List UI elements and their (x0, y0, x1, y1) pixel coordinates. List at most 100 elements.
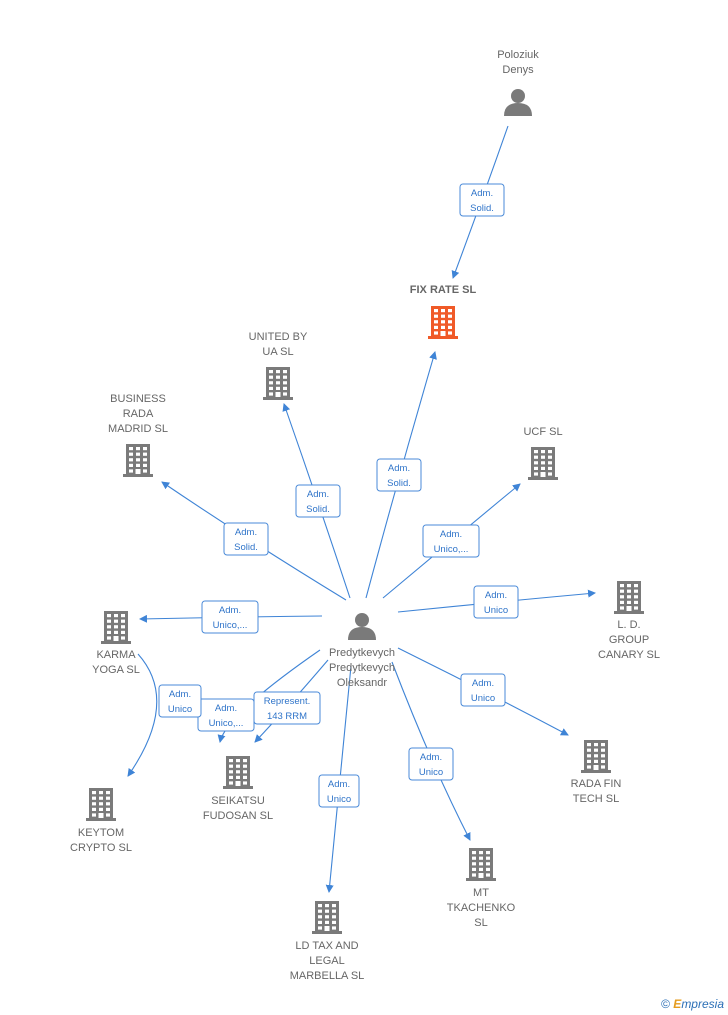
node-label: BUSINESS (110, 393, 166, 405)
node-label: SEIKATSU (211, 795, 265, 807)
edge-label[interactable]: Adm.Solid. (223, 522, 269, 556)
edge-label-text: Unico,... (209, 718, 244, 729)
edge-label-text: Adm. (440, 529, 462, 540)
edge-label-box (459, 183, 505, 217)
node-label: FUDOSAN SL (203, 810, 273, 822)
brand-name: mpresia (681, 997, 724, 1011)
edge-label-box (158, 684, 202, 718)
edge-label[interactable]: Represent. 143 RRM (253, 691, 321, 725)
node-label: LEGAL (309, 955, 344, 967)
edge-label-text: Adm. (307, 489, 329, 500)
building-icon (528, 447, 558, 480)
edge-label-text: Adm. (215, 703, 237, 714)
node-label: Oleksandr (337, 677, 387, 689)
building-icon (466, 848, 496, 881)
edge-label[interactable]: Adm.Solid. (459, 183, 505, 217)
edge-label-text: Adm. (485, 590, 507, 601)
edge-label-box (223, 522, 269, 556)
edge-label-text: Unico (327, 794, 351, 805)
node-label: UNITED BY (249, 331, 308, 343)
node-label: MARBELLA SL (290, 970, 365, 982)
node-keytom[interactable]: KEYTOM CRYPTO SL (70, 788, 132, 854)
node-label: Predytkevych (329, 647, 395, 659)
node-ldtax[interactable]: LD TAX AND LEGAL MARBELLA SL (290, 901, 365, 982)
node-karma[interactable]: KARMA YOGA SL (92, 611, 140, 676)
building-icon (312, 901, 342, 934)
edge-label-box (376, 458, 422, 492)
edge-label[interactable]: Adm. Solid. (376, 458, 422, 492)
building-icon (263, 367, 293, 400)
edge-label[interactable]: Adm. Unico (318, 774, 360, 808)
edge-label-text: Solid. (387, 478, 411, 489)
edge-label-text: Adm. (420, 752, 442, 763)
edge-label-text: Unico,... (434, 544, 469, 555)
edge-label-box (201, 600, 259, 634)
edge-label[interactable]: Adm. Solid. (295, 484, 341, 518)
node-label: UCF SL (523, 426, 562, 438)
person-icon (348, 613, 376, 640)
node-label: YOGA SL (92, 664, 140, 676)
node-label: KARMA (96, 649, 136, 661)
node-label: GROUP (609, 634, 649, 646)
node-label: UA SL (262, 346, 293, 358)
edge-label-text: Adm. (169, 689, 191, 700)
edge-label-text: Unico,... (213, 620, 248, 631)
edge-label[interactable]: Adm. Unico,... (197, 698, 255, 732)
edge-label-text: Adm. (388, 463, 410, 474)
node-label: LD TAX AND (295, 940, 358, 952)
building-icon (581, 740, 611, 773)
edge-label[interactable]: Adm. Unico (158, 684, 202, 718)
node-label: MADRID SL (108, 423, 168, 435)
edge-label-text: Unico (471, 693, 495, 704)
node-label: Denys (502, 64, 534, 76)
edge-label-text: 143 RRM (267, 711, 307, 722)
node-label: RADA FIN (571, 778, 622, 790)
edge-label-box (295, 484, 341, 518)
node-label: MT (473, 887, 489, 899)
edge-label[interactable]: Adm. Unico (473, 585, 519, 619)
edge-label[interactable]: Adm. Unico,... (422, 524, 480, 558)
edge-label-box (422, 524, 480, 558)
node-fixrate[interactable]: FIX RATE SL (410, 284, 477, 339)
edge-label-text: Unico (168, 704, 192, 715)
edge-label[interactable]: Adm. Unico (408, 747, 454, 781)
node-ucf[interactable]: UCF SL (523, 426, 563, 480)
node-label: TECH SL (573, 793, 619, 805)
edge-label-text: Adm. (472, 678, 494, 689)
edge-label-text: Solid. (234, 542, 258, 553)
node-radafin[interactable]: RADA FIN TECH SL (571, 740, 622, 805)
edge-label-text: Adm. (328, 779, 350, 790)
node-label: TKACHENKO (447, 902, 516, 914)
node-ldgroup[interactable]: L. D. GROUP CANARY SL (598, 581, 660, 661)
edge-label-box (253, 691, 321, 725)
node-label: KEYTOM (78, 827, 124, 839)
edge-line-karma-keytom (127, 653, 158, 777)
node-label: L. D. (617, 619, 640, 631)
edge-label[interactable]: Adm. Unico (460, 673, 506, 707)
building-icon (86, 788, 116, 821)
edge-label-text: Solid. (470, 203, 494, 214)
node-label: CANARY SL (598, 649, 660, 661)
edge-label-text: Unico (484, 605, 508, 616)
node-seikatsu[interactable]: SEIKATSU FUDOSAN SL (203, 756, 273, 822)
node-label: CRYPTO SL (70, 842, 132, 854)
edge-label-box (408, 747, 454, 781)
copyright-icon: © (661, 997, 670, 1011)
building-icon (123, 444, 153, 477)
empresia-brand: © Empresia (661, 997, 724, 1011)
edge-label-text: Adm. (219, 605, 241, 616)
edge-label[interactable]: Adm. Unico,... (201, 600, 259, 634)
edge-label-text: Solid. (306, 504, 330, 515)
building-icon (223, 756, 253, 789)
edge-label-text: Represent. (264, 696, 310, 707)
building-icon (614, 581, 644, 614)
node-unitedby[interactable]: UNITED BY UA SL (249, 331, 308, 400)
node-label: Predytkevych (329, 662, 395, 674)
edge-label-text: Unico (419, 767, 443, 778)
node-label: FIX RATE SL (410, 284, 477, 296)
